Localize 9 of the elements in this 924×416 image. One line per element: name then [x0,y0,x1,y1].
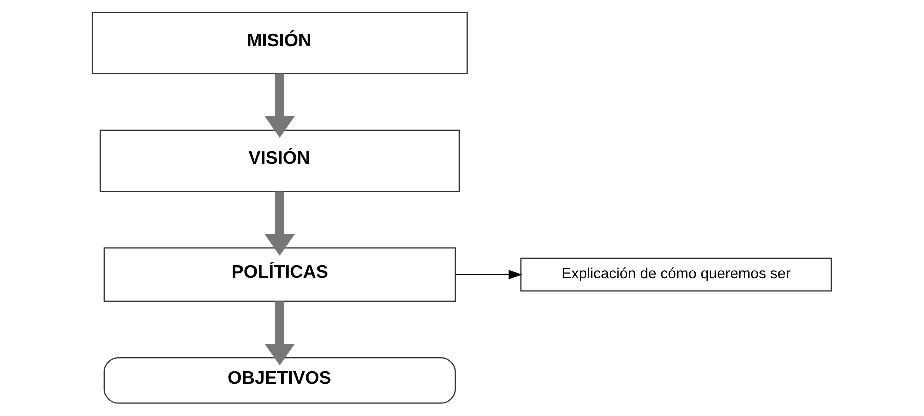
arrow [264,74,295,138]
arrow [456,270,522,280]
arrow [264,192,295,256]
node-box: OBJETIVOS [104,358,456,404]
node-box: MISIÓN [92,12,468,74]
arrow [264,302,295,366]
node-box: VISIÓN [100,130,460,192]
node-box: Explicación de cómo queremos ser [520,258,832,292]
node-box: POLÍTICAS [104,248,456,302]
